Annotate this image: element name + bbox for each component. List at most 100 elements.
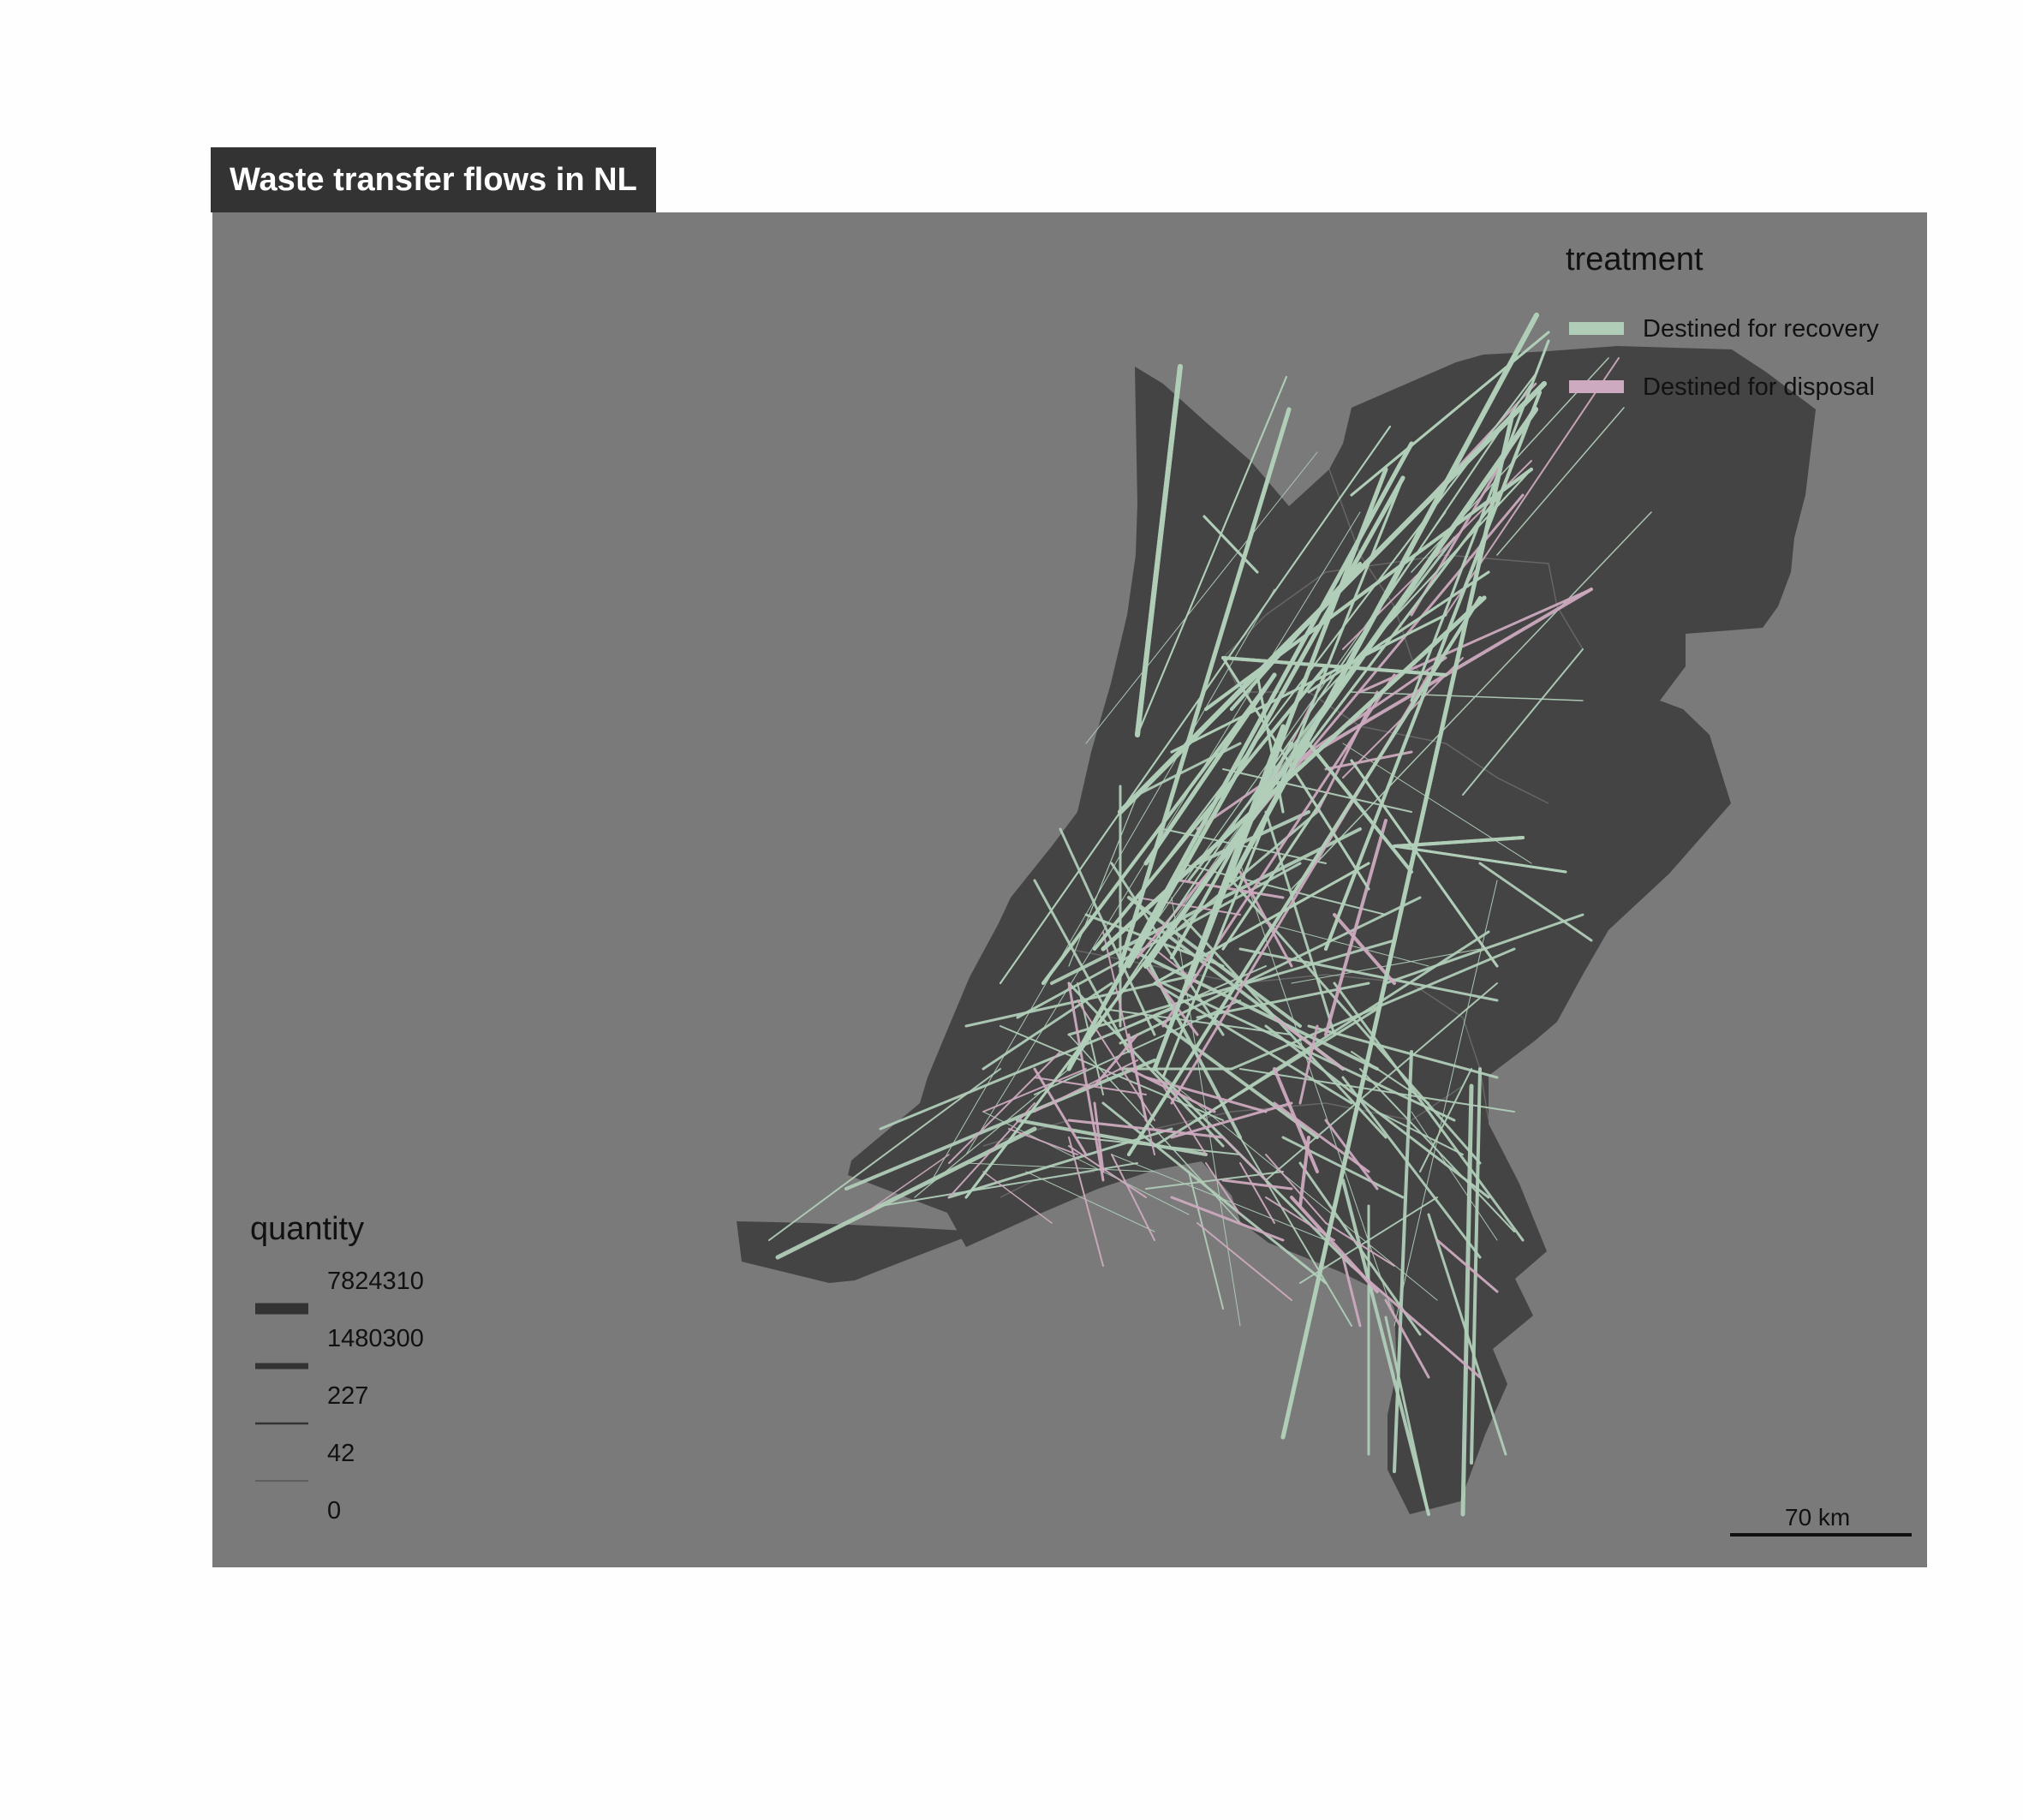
flow-line-recovery — [1101, 595, 1487, 952]
flow-line-recovery — [1085, 451, 1318, 744]
flow-line-disposal — [1333, 913, 1396, 985]
flow-line-recovery — [1221, 656, 1370, 891]
flow-line-disposal — [1170, 1196, 1285, 1242]
flow-line-recovery — [1280, 411, 1515, 1440]
flow-line-recovery — [1462, 648, 1584, 796]
flow-line-recovery — [1239, 1137, 1352, 1327]
quantity-legend-swatches — [255, 1303, 308, 1482]
flow-line-disposal — [1205, 1162, 1241, 1215]
flow-line-recovery — [1153, 862, 1370, 985]
flow-line-recovery — [1291, 511, 1652, 890]
flow-line-recovery — [1102, 1008, 1292, 1035]
flow-line-disposal — [1136, 493, 1525, 959]
flow-line-disposal — [948, 1102, 1035, 1198]
flow-lines-layer — [768, 313, 1652, 1517]
disposal-swatch — [1569, 380, 1624, 393]
flow-line-recovery — [1101, 1101, 1328, 1285]
quantity-legend-title: quantity — [250, 1211, 365, 1247]
flow-line-disposal — [1102, 931, 1155, 1155]
flow-line-disposal — [1196, 656, 1447, 831]
flow-line-recovery — [1152, 724, 1286, 1071]
flow-line-recovery — [1239, 1068, 1515, 1113]
flow-line-disposal — [1341, 1256, 1362, 1328]
flow-line-disposal — [1239, 1162, 1275, 1224]
flow-line-disposal — [1077, 1000, 1155, 1121]
flow-line-recovery — [1230, 562, 1362, 711]
flow-line-disposal — [1350, 1264, 1482, 1379]
flow-line-recovery — [1238, 947, 1499, 1002]
flow-line-recovery — [1393, 1050, 1413, 1473]
flow-line-disposal — [1325, 1222, 1395, 1267]
flow-line-disposal — [1273, 1101, 1370, 1173]
flow-line-recovery — [1393, 880, 1498, 1327]
flow-line-recovery — [947, 1127, 1173, 1199]
flow-line-disposal — [1324, 1119, 1379, 1190]
flow-line-recovery — [1077, 1137, 1241, 1155]
flow-line-recovery — [1186, 467, 1388, 986]
flow-line-disposal — [1067, 982, 1105, 1182]
flow-line-disposal — [1111, 1154, 1155, 1241]
flow-line-disposal — [1221, 1179, 1293, 1190]
flow-line-recovery — [1050, 827, 1362, 985]
flow-line-recovery — [1265, 922, 1429, 967]
flow-line-recovery — [1154, 1068, 1438, 1301]
quantity-legend-label: 1480300 — [327, 1325, 424, 1352]
flow-line-recovery — [1230, 947, 1516, 1071]
flow-line-recovery — [1384, 1316, 1430, 1516]
flow-line-recovery — [1170, 613, 1447, 754]
flow-line-recovery — [1419, 1068, 1472, 1173]
flow-line-recovery — [1127, 596, 1482, 1156]
flow-line-recovery — [1307, 570, 1490, 694]
flow-line-recovery — [1137, 376, 1287, 736]
flow-line-disposal — [1324, 750, 1413, 771]
flow-line-recovery — [1460, 1083, 1474, 1517]
flow-line-recovery — [768, 1068, 1001, 1241]
flow-line-disposal — [1034, 1059, 1138, 1113]
flow-line-recovery — [1111, 1154, 1327, 1241]
flow-line-disposal — [1196, 1222, 1292, 1301]
flow-line-recovery — [1188, 1171, 1224, 1310]
flow-line-recovery — [1351, 1051, 1429, 1104]
flow-line-recovery — [1341, 1179, 1430, 1516]
flow-line-recovery — [1137, 374, 1536, 898]
flow-line-recovery — [1256, 673, 1285, 814]
flow-line-recovery — [1221, 793, 1328, 951]
flow-line-disposal — [1445, 357, 1620, 616]
flow-line-recovery — [1066, 441, 1414, 1071]
flow-line-recovery — [965, 511, 1361, 1155]
map-panel: treatment Destined for recovery Destined… — [212, 212, 1927, 1567]
scale-bar-label: 70 km — [1785, 1504, 1851, 1531]
flow-line-disposal — [1273, 1016, 1345, 1071]
flow-line-recovery — [914, 1068, 1070, 1198]
flow-line-recovery — [1291, 948, 1481, 984]
flow-line-disposal — [1068, 1137, 1104, 1267]
flow-line-disposal — [1162, 1085, 1207, 1155]
quantity-legend-label: 0 — [327, 1497, 342, 1525]
scale-bar — [1730, 1533, 1912, 1537]
flow-line-recovery — [1171, 897, 1241, 1327]
flow-line-disposal — [1298, 1024, 1319, 1105]
flow-line-recovery — [1153, 982, 1353, 1105]
flow-line-recovery — [1127, 947, 1379, 1071]
flow-line-recovery — [1376, 1111, 1464, 1155]
flow-line-recovery — [1341, 1076, 1482, 1259]
flow-line-recovery — [1496, 407, 1625, 556]
flow-line-recovery — [1135, 364, 1183, 737]
flow-line-disposal — [1179, 879, 1285, 899]
flow-line-disposal — [1222, 1137, 1267, 1181]
quantity-legend-label: 42 — [327, 1440, 355, 1467]
treatment-legend-title: treatment — [1566, 242, 1704, 277]
flow-line-disposal — [1033, 1067, 1088, 1156]
flow-line-disposal — [1068, 1145, 1147, 1198]
flow-line-recovery — [1068, 794, 1138, 967]
flow-line-recovery — [1143, 407, 1538, 969]
flow-line-disposal — [1238, 870, 1293, 968]
flow-line-disposal — [1008, 1128, 1078, 1155]
flow-line-recovery — [1411, 1111, 1498, 1241]
flow-line-recovery — [1041, 673, 1276, 985]
flow-line-recovery — [1202, 515, 1259, 574]
flow-line-disposal — [982, 1068, 1087, 1113]
flow-line-recovery — [880, 1162, 1138, 1207]
flow-line-disposal — [1127, 1067, 1216, 1113]
flow-line-recovery — [1264, 810, 1336, 1036]
